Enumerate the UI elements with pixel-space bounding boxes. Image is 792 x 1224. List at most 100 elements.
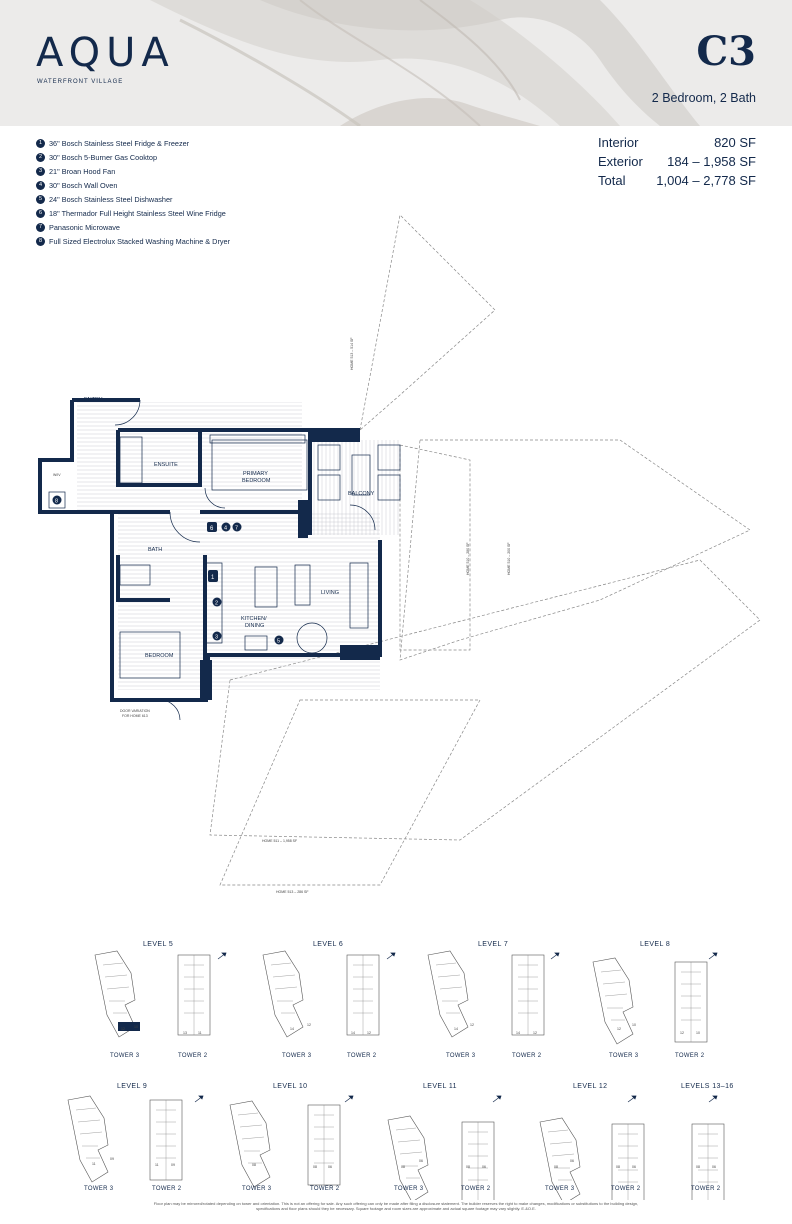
tower-label: TOWER 2 (675, 1053, 705, 1059)
feature-number: 2 (36, 152, 45, 162)
terrace-outline (399, 444, 471, 651)
area-row-total: Total 1,004 – 2,778 SF (598, 173, 756, 192)
unit-number: 08 (252, 1163, 256, 1167)
tower-label: TOWER 2 (691, 1186, 721, 1192)
highlighted-unit (118, 1022, 140, 1031)
terrace-outline (209, 559, 761, 841)
keyplan-level-label: LEVEL 12 (573, 1083, 607, 1090)
svg-text:2: 2 (215, 601, 218, 607)
keyplan-level-label: LEVEL 11 (423, 1083, 457, 1090)
unit-number: 06 (482, 1165, 486, 1169)
feature-number: 6 (36, 208, 45, 218)
keyplan-level-5: LEVEL 5 12 10 13 11 TOWER 3 TOWER 2 (94, 941, 211, 1059)
svg-text:4: 4 (224, 526, 227, 532)
disclaimer-text: Floor plan may be mirrored/rotated depen… (153, 1201, 639, 1211)
tower-label: TOWER 2 (178, 1053, 208, 1059)
unit-number: 14 (454, 1027, 458, 1031)
door-variation-note: DOOR VARIATION (120, 709, 150, 713)
wall-blocks (200, 428, 380, 700)
appliance-markers: 6 4 7 1 2 3 5 8 (48, 491, 284, 645)
key-plans: LEVEL 5 12 10 13 11 TOWER 3 TOWER 2 LEVE… (67, 941, 733, 1200)
room-label-primary: PRIMARY (243, 471, 268, 477)
area-value: 184 – 1,958 SF (667, 154, 756, 169)
tower-label: TOWER 3 (545, 1186, 575, 1192)
keyplan-levels-13-16: LEVELS 13–16 08 06 TOWER 2 (681, 1083, 733, 1200)
marker-6: 6 (207, 522, 217, 532)
unit-number: 12 (617, 1027, 621, 1031)
unit-number: 10 (696, 1031, 700, 1035)
unit-number: 08 (616, 1165, 620, 1169)
keyplan-level-10: LEVEL 10 08 08 06 TOWER 3 TOWER 2 (229, 1083, 341, 1192)
feature-text: 36" Bosch Stainless Steel Fridge & Freez… (49, 138, 190, 148)
area-value: 1,004 – 2,778 SF (656, 173, 756, 188)
floor-plan: HOME 513 – 514 SF HOME 510 – 280 SF HOME… (38, 214, 761, 894)
tower-label: TOWER 2 (310, 1186, 340, 1192)
header-banner: AQUA WATERFRONT VILLAGE C3 2 Bedroom, 2 … (0, 0, 792, 126)
unit-code: C3 (696, 28, 756, 75)
unit-number: 06 (632, 1165, 636, 1169)
keyplan-level-label: LEVEL 5 (143, 941, 173, 948)
unit-number: 12 (307, 1023, 311, 1027)
unit-number: 06 (419, 1159, 423, 1163)
unit-number: 10 (632, 1023, 636, 1027)
unit-number: 12 (680, 1031, 684, 1035)
unit-number: 14 (351, 1031, 355, 1035)
terrace-label: HOME 511 – 1,958 SF (262, 839, 297, 843)
brand-logo: AQUA (36, 30, 175, 76)
marble-texture (150, 0, 700, 126)
unit-number: 08 (554, 1165, 558, 1169)
feature-text: 30" Bosch Wall Oven (49, 180, 118, 190)
unit-number: 14 (290, 1027, 294, 1031)
feature-text: 30" Bosch 5-Burner Gas Cooktop (49, 152, 158, 162)
unit-number: 12 (121, 1027, 125, 1031)
keyplan-level-12: LEVEL 12 08 06 08 06 TOWER 3 TOWER 2 (539, 1083, 645, 1200)
unit-number: 12 (470, 1023, 474, 1027)
keyplan-level-11: LEVEL 11 08 06 08 06 TOWER 3 TOWER 2 (387, 1083, 495, 1200)
room-label-entry: ENTRY (84, 397, 103, 403)
feature-number: 5 (36, 194, 45, 204)
feature-number: 4 (36, 180, 45, 190)
marker-4: 4 (221, 522, 231, 532)
unit-number: 14 (516, 1031, 520, 1035)
unit-number: 06 (712, 1165, 716, 1169)
keyplan-level-label: LEVEL 7 (478, 941, 508, 948)
tower-label: TOWER 3 (110, 1053, 140, 1059)
feature-number: 1 (36, 138, 45, 148)
tower-label: TOWER 2 (512, 1053, 542, 1059)
north-arrow-icon (194, 952, 718, 1103)
room-label-ensuite: ENSUITE (154, 462, 178, 468)
keyplan-level-7: LEVEL 7 14 12 14 12 TOWER 3 TOWER 2 (427, 941, 545, 1059)
area-label: Total (598, 173, 626, 188)
keyplan-level-6: LEVEL 6 14 12 14 12 TOWER 3 TOWER 2 (262, 941, 380, 1059)
svg-text:7: 7 (235, 526, 238, 532)
feature-item: 4 30" Bosch Wall Oven (36, 178, 230, 192)
room-label-kitchen: KITCHEN/ (241, 616, 267, 622)
room-label-dining: DINING (245, 623, 264, 629)
unit-number: 10 (134, 1025, 138, 1029)
feature-item: 2 30" Bosch 5-Burner Gas Cooktop (36, 150, 230, 164)
room-label-balcony: BALCONY (348, 491, 375, 497)
door-variation-note: FOR HOME 613 (122, 714, 148, 718)
svg-text:5: 5 (277, 639, 280, 645)
fixtures (114, 399, 401, 721)
tower-label: TOWER 2 (152, 1186, 182, 1192)
feature-item: 5 24" Bosch Stainless Steel Dishwasher (36, 192, 230, 206)
keyplan-level-8: LEVEL 8 12 10 12 10 TOWER 3 TOWER 2 (592, 941, 708, 1059)
unit-number: 09 (171, 1163, 175, 1167)
feature-number: 7 (36, 222, 45, 232)
terrace-outline (399, 439, 751, 661)
svg-text:1: 1 (211, 575, 215, 581)
floor-fill (77, 402, 400, 690)
unit-number: 12 (533, 1031, 537, 1035)
feature-text: Full Sized Electrolux Stacked Washing Ma… (49, 236, 231, 246)
unit-number: 08 (466, 1165, 470, 1169)
keyplan-level-label: LEVEL 9 (117, 1083, 147, 1090)
terrace-label: HOME 510 – 280 SF (466, 543, 470, 576)
keyplan-level-label: LEVEL 10 (273, 1083, 307, 1090)
terrace-label: HOME 513 – 286 SF (276, 890, 309, 894)
svg-text:3: 3 (215, 635, 218, 641)
feature-text: 24" Bosch Stainless Steel Dishwasher (49, 194, 173, 204)
